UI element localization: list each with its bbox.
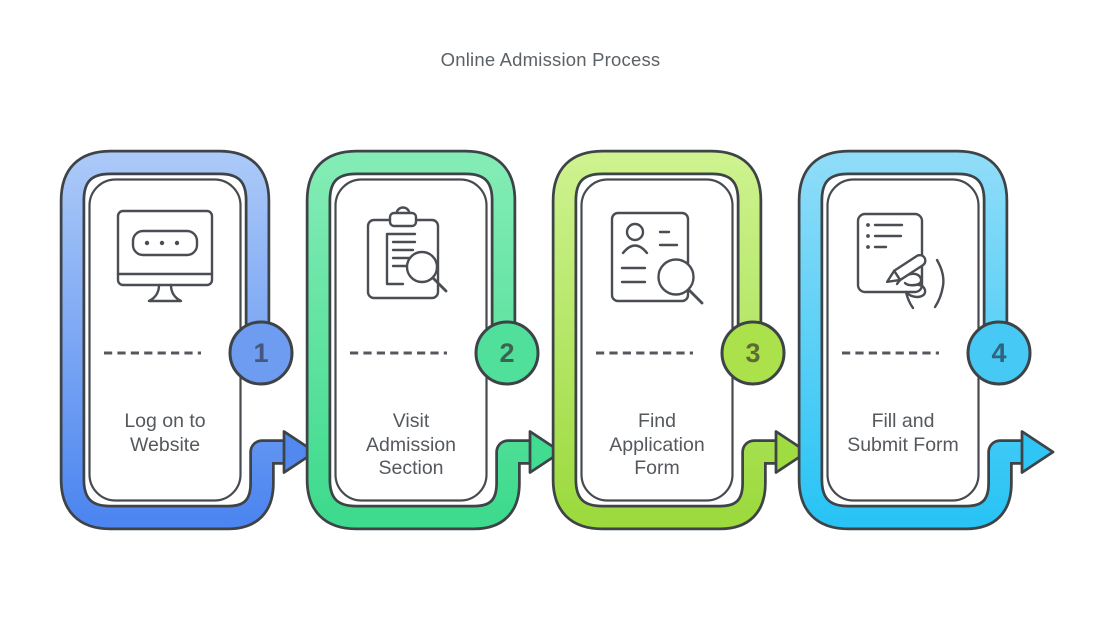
step-label: Visit Admission Section [366, 410, 456, 479]
card-border [305, 149, 532, 531]
form-pen-icon [856, 212, 945, 310]
badge-number: 1 [253, 338, 269, 368]
card-border [797, 149, 1024, 531]
step-label: Fill and Submit Form [847, 410, 959, 456]
step-label: Log on to Website [124, 410, 206, 456]
step-badge [474, 320, 540, 386]
step-frame [59, 149, 317, 531]
clipboard-search-icon [366, 206, 448, 300]
card-border [551, 149, 778, 531]
step-frame [305, 149, 563, 531]
next-step-arrow [282, 430, 317, 474]
badge-number: 4 [991, 338, 1007, 368]
step-frame [797, 149, 1055, 531]
step-badge [720, 320, 786, 386]
page-title: Online Admission Process [440, 49, 661, 70]
next-step-arrow [1020, 430, 1055, 474]
badge-number: 2 [499, 338, 515, 368]
step-card-1: 1 Log on to Website [59, 149, 317, 531]
step-card-4: 4 Fill and Submit Form [797, 149, 1055, 531]
step-badge [228, 320, 294, 386]
next-step-arrow [528, 430, 563, 474]
desktop-monitor-icon [116, 209, 214, 303]
next-step-arrow [774, 430, 809, 474]
step-badge [966, 320, 1032, 386]
step-card-2: 2 Visit Admission Section [305, 149, 563, 531]
step-label: Find Application Form [609, 410, 705, 479]
step-card-3: 3 Find Application Form [551, 149, 809, 531]
badge-number: 3 [745, 338, 761, 368]
step-frame [551, 149, 809, 531]
card-border [59, 149, 286, 531]
profile-search-icon [610, 211, 704, 305]
